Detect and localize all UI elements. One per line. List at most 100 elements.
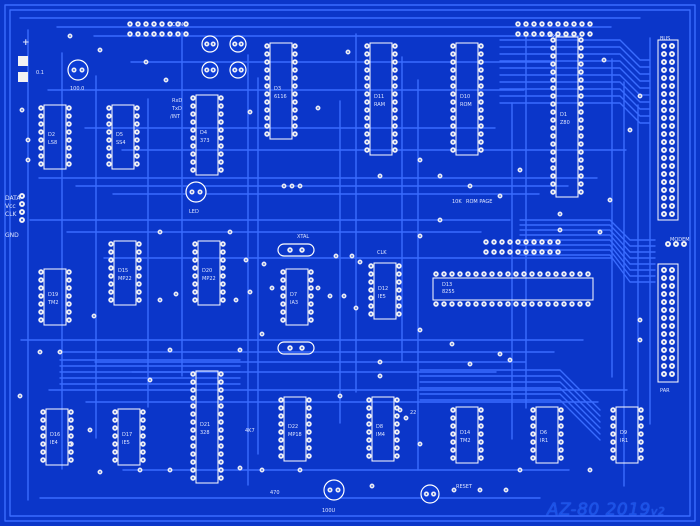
crystal-label: XTAL	[297, 234, 310, 240]
chip-ref: D16	[50, 432, 61, 438]
capacitor	[229, 35, 247, 53]
chip-outline-d16	[45, 408, 69, 466]
chip-name: 373	[200, 138, 210, 144]
chip-ref: D20	[202, 268, 213, 274]
chip-name: 328	[200, 430, 210, 436]
chip-ref: D17	[122, 432, 133, 438]
capacitor	[201, 35, 219, 53]
chip-name: IE5	[122, 440, 130, 446]
data-label: DATA	[5, 195, 21, 202]
chip-outline-d10	[455, 42, 479, 156]
gnd-label: GND	[5, 232, 19, 239]
chip-ref: D8	[376, 424, 384, 430]
chip-name: MP18	[288, 432, 302, 438]
board-version: v2	[650, 505, 666, 518]
capacitor	[323, 479, 345, 501]
chip-name: SS4	[116, 140, 126, 146]
chip-ref: D11	[374, 94, 385, 100]
chip-name: IE5	[378, 294, 386, 300]
chip-ref: D15	[118, 268, 129, 274]
chip-ref: D10	[460, 94, 471, 100]
rom-page-label: ROM PAGE	[466, 199, 493, 205]
chip-outline-d3	[269, 42, 293, 140]
reset-label: RESET	[456, 484, 473, 490]
chip-ref: D2	[48, 132, 56, 138]
chip-name: IA3	[290, 300, 299, 306]
board-title: AZ-80 2019v2	[547, 500, 665, 520]
resistor-label: 470	[270, 490, 280, 496]
chip-ref: D9	[620, 430, 628, 436]
capacitor	[67, 59, 89, 81]
chip-name: IE4	[50, 440, 58, 446]
cap-label: 100U	[322, 508, 336, 514]
chip-outline-d15	[113, 240, 137, 306]
clk-label-2: CLK	[377, 250, 387, 256]
chip-outline-d2	[43, 104, 67, 170]
connector-label: CON	[172, 22, 184, 28]
chip-name: IR1	[540, 438, 549, 444]
cap-label: 2k4	[548, 33, 558, 39]
chip-outline-d19	[43, 268, 67, 326]
rxd-label: RxD	[172, 98, 183, 104]
chip-outline-d1	[555, 36, 579, 198]
crystal	[277, 243, 315, 257]
chip-outline-d12	[373, 262, 397, 320]
chip-outline-d6	[535, 406, 559, 464]
chip-outline-d7	[285, 268, 309, 326]
plus-sign: +	[22, 38, 30, 48]
chip-name: IR1	[620, 438, 629, 444]
chip-name: MP22	[118, 276, 132, 282]
chip-ref: D13	[442, 282, 453, 288]
chip-name: MP22	[202, 276, 216, 282]
chip-outline-d8	[371, 396, 395, 462]
chip-name: ROM	[460, 102, 472, 108]
chip-name: TM2	[460, 438, 471, 444]
cap-label: 22	[410, 410, 417, 416]
chip-outline-d22	[283, 396, 307, 462]
chip-ref: D12	[378, 286, 389, 292]
chip-name: Z80	[560, 120, 570, 126]
chip-outline-d4	[195, 94, 219, 176]
chip-ref: D7	[290, 292, 298, 298]
chip-name: IM4	[376, 432, 385, 438]
chip-ref: D3	[274, 86, 282, 92]
cap-label: 0.1	[36, 70, 44, 76]
resistor-label: 10K	[452, 199, 462, 205]
int-label: /INT	[170, 114, 180, 120]
chip-ref: D21	[200, 422, 211, 428]
led-label: LED	[189, 209, 199, 215]
chip-name: 8255	[442, 289, 455, 295]
capacitor	[229, 61, 247, 79]
chip-ref: D22	[288, 424, 299, 430]
chip-outline-d14	[455, 406, 479, 464]
clk-label: CLK	[5, 211, 17, 218]
chip-ref: D14	[460, 430, 471, 436]
capacitor	[420, 484, 440, 504]
board-title-text: AZ-80 2019	[547, 500, 651, 520]
crystal	[277, 341, 315, 355]
vcc-label: Vcc	[5, 203, 16, 210]
chip-name: RAM	[374, 102, 386, 108]
chip-ref: D6	[540, 430, 548, 436]
chip-ref: D5	[116, 132, 124, 138]
chip-name: 6116	[274, 94, 287, 100]
chip-outline-d9	[615, 406, 639, 464]
modem-label: MODEM	[670, 237, 690, 243]
chip-outline-d20	[197, 240, 221, 306]
chip-name: TM2	[48, 300, 59, 306]
chip-ref: D4	[200, 130, 208, 136]
chip-outline-d17	[117, 408, 141, 466]
capacitor	[201, 61, 219, 79]
resistor-label: 4K7	[245, 428, 255, 434]
par-label: PAR	[660, 388, 670, 394]
capacitor	[185, 181, 207, 203]
chip-outline-d13	[432, 277, 594, 301]
chip-outline-d21	[195, 370, 219, 484]
cap-label: 100.0	[70, 86, 85, 92]
chip-ref: D19	[48, 292, 59, 298]
chip-outline-d5	[111, 104, 135, 170]
chip-outline-d11	[369, 42, 393, 156]
chip-name: LS8	[48, 140, 58, 146]
